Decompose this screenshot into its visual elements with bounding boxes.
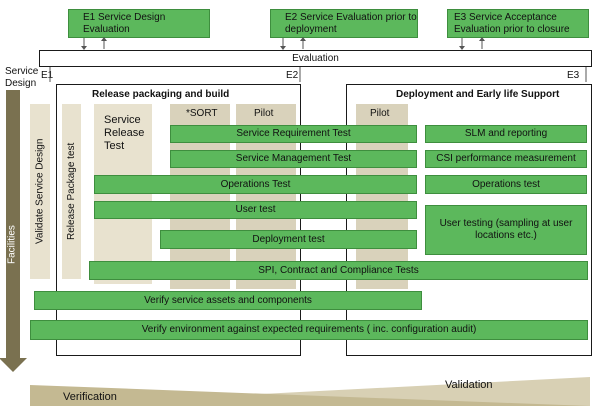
spi-contract-compliance-bar: SPI, Contract and Compliance Tests bbox=[89, 261, 588, 280]
e1-service-design-evaluation-box: E1 Service Design Evaluation bbox=[68, 9, 210, 38]
marker-e1: E1 bbox=[41, 70, 54, 81]
arrow-down-e2 bbox=[280, 46, 286, 50]
slm-reporting-bar: SLM and reporting bbox=[425, 125, 587, 143]
e2-service-evaluation-box: E2 Service Evaluation prior to deploymen… bbox=[270, 9, 418, 38]
marker-e2: E2 bbox=[286, 70, 299, 81]
arrow-up-e2 bbox=[300, 37, 306, 41]
arrow-down-e1 bbox=[81, 46, 87, 50]
sort-label: *SORT bbox=[186, 108, 218, 119]
service-release-test-label: Service Release Test bbox=[104, 114, 145, 152]
deployment-test-bar: Deployment test bbox=[160, 230, 417, 249]
deployment-frame bbox=[346, 84, 592, 356]
facilities-label-wrap: Facilities bbox=[4, 214, 20, 276]
service-management-test-bar: Service Management Test bbox=[170, 150, 417, 168]
facilities-arrow bbox=[0, 90, 27, 372]
arrow-down-e3 bbox=[459, 46, 465, 50]
marker-e3: E3 bbox=[567, 70, 580, 81]
operations-test-right-bar: Operations test bbox=[425, 175, 587, 194]
pilot-label-right: Pilot bbox=[370, 108, 390, 119]
verification-label: Verification bbox=[63, 391, 117, 403]
verification-wedge bbox=[30, 385, 590, 406]
evaluation-band: Evaluation bbox=[39, 50, 592, 67]
validation-label: Validation bbox=[445, 379, 493, 391]
release-packaging-title: Release packaging and build bbox=[92, 89, 230, 100]
service-requirement-test-bar: Service Requirement Test bbox=[170, 125, 417, 143]
evaluation-label: Evaluation bbox=[292, 53, 339, 64]
user-testing-bar: User testing (sampling at user locations… bbox=[425, 205, 587, 255]
e3-service-acceptance-box: E3 Service Acceptance Evaluation prior t… bbox=[447, 9, 589, 38]
user-test-bar: User test bbox=[94, 201, 417, 219]
pilot-label-left: Pilot bbox=[254, 108, 274, 119]
csi-performance-bar: CSI performance measurement bbox=[425, 150, 587, 168]
arrow-up-e1 bbox=[101, 37, 107, 41]
verify-environment-bar: Verify environment against expected requ… bbox=[30, 320, 588, 340]
deployment-title: Deployment and Early life Support bbox=[396, 89, 560, 100]
service-design-label: Service Design bbox=[5, 66, 39, 89]
verify-service-assets-bar: Verify service assets and components bbox=[34, 291, 422, 310]
facilities-label: Facilities bbox=[6, 225, 18, 265]
release-packaging-frame bbox=[56, 84, 301, 356]
operations-test-bar: Operations Test bbox=[94, 175, 417, 194]
arrow-up-e3 bbox=[479, 37, 485, 41]
service-release-test-column bbox=[94, 104, 152, 284]
